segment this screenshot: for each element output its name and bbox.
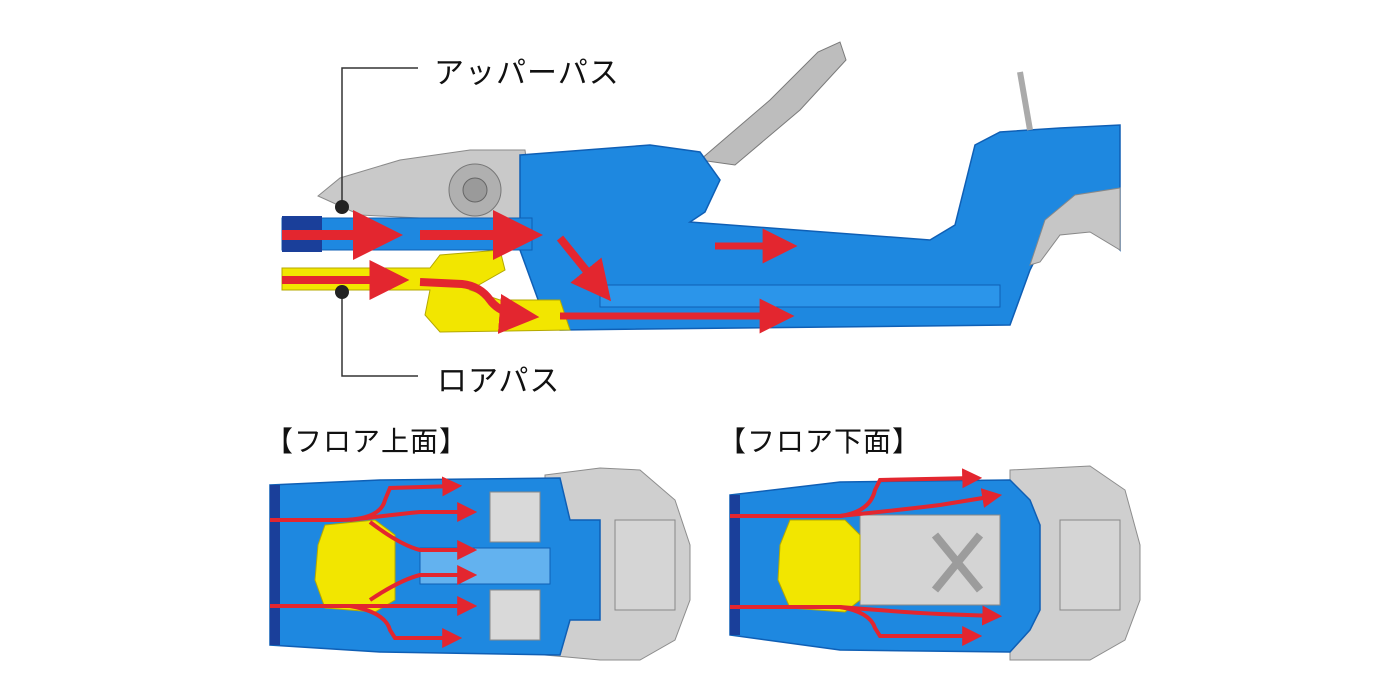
- callout-dot-lower: [335, 285, 349, 299]
- arrow-upper-3: [556, 235, 612, 302]
- windshield-pillar: [698, 41, 847, 166]
- rear-roll-bar: [1017, 71, 1033, 131]
- floor-top-caption: 【フロア上面】: [265, 425, 469, 458]
- floor-bottom-caption: 【フロア下面】: [718, 425, 922, 458]
- floor-bottom-x-brace: [931, 532, 984, 593]
- upper-path-label: アッパーパス: [434, 56, 620, 91]
- floor-bottom-view: [729, 465, 1141, 661]
- callout-lower-path: [335, 285, 418, 377]
- floor-top-tunnel: [419, 547, 551, 585]
- floor-top-load-arrows: [270, 476, 478, 648]
- floor-bottom-arrow-4: [839, 605, 983, 646]
- floor-top-arrow-4: [368, 565, 478, 602]
- side-view-load-arrows: [282, 210, 798, 334]
- floor-top-arrow-2: [349, 502, 478, 522]
- floor-top-view: [269, 467, 691, 661]
- floor-bottom-center-panel: [859, 514, 1001, 606]
- rear-wheel-arch: [1029, 187, 1121, 266]
- arrow-lower-2: [419, 278, 540, 334]
- floor-top-arrow-6: [349, 604, 463, 648]
- side-view-frame: [281, 41, 1121, 333]
- callout-dot-upper: [335, 200, 349, 214]
- floor-bottom-arrow-2: [839, 488, 1003, 518]
- side-sill: [599, 284, 1001, 308]
- callout-upper-path: [335, 67, 418, 214]
- floor-bottom-load-arrows: [730, 468, 1003, 646]
- floor-top-arrow-1: [270, 476, 463, 522]
- lower-path-label: ロアパス: [437, 364, 561, 399]
- floor-top-arrow-3: [368, 520, 478, 560]
- floor-bottom-yellow-subframe: [777, 519, 861, 613]
